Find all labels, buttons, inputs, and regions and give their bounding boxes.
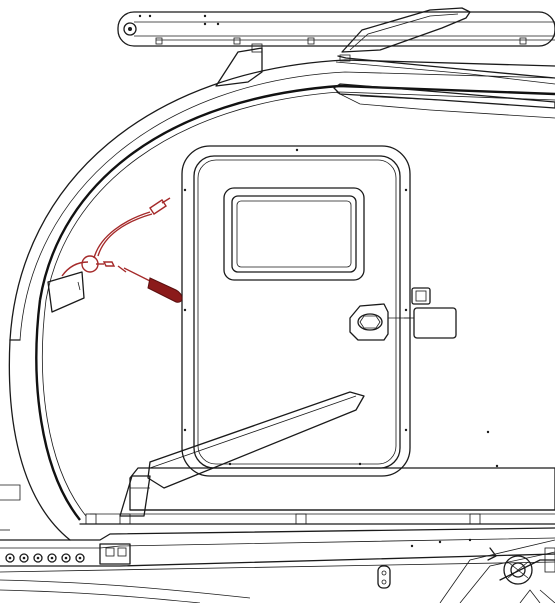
roof-vent-hatch (335, 7, 555, 85)
cabin-mattress (147, 391, 365, 489)
door-handle (349, 303, 410, 341)
door-window (223, 187, 365, 281)
door-latch-plate (404, 287, 457, 339)
chassis-frame (0, 527, 555, 603)
spare-wheel-mount (439, 539, 555, 603)
curved-shell (0, 59, 555, 541)
ceiling-cabinet (333, 83, 555, 119)
chassis-bolts (5, 553, 85, 563)
roof-rack (117, 11, 555, 47)
rack-mount-bracket (215, 43, 263, 87)
floor-deck (79, 430, 555, 525)
reading-lamp (47, 197, 183, 313)
